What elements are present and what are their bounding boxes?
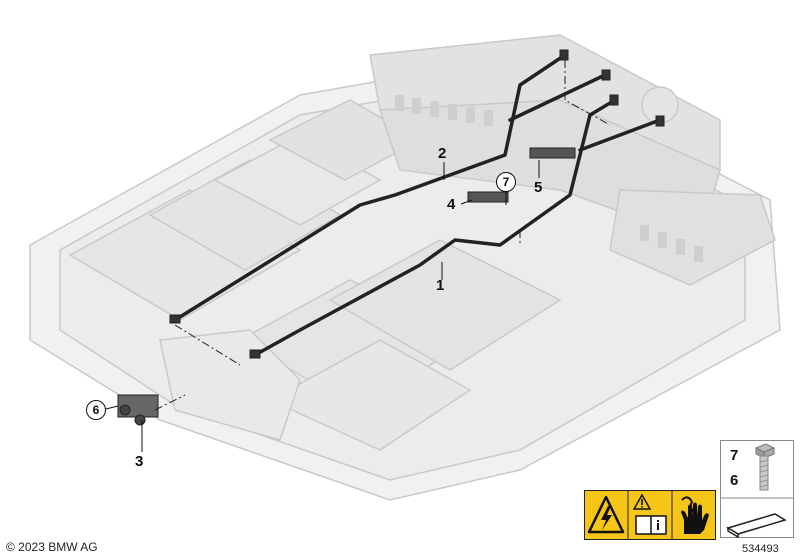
caution-manual-icon: [632, 493, 667, 535]
legend-number-6: 6: [730, 472, 739, 489]
connectors: [117, 49, 665, 426]
assembly-guides: [154, 60, 611, 411]
copyright-notice: © 2023 BMW AG: [6, 540, 98, 554]
diagram-reference-number: 534493: [742, 543, 779, 555]
callout-2: 2: [438, 145, 447, 162]
bolt-icon: [754, 443, 776, 491]
callout-3: 3: [135, 453, 144, 470]
wiring-harness-1: [253, 98, 662, 357]
fastener-legend-box: [720, 440, 794, 538]
high-voltage-warning-label: [584, 490, 716, 540]
callout-6-circled: 6: [86, 400, 106, 420]
no-touch-hand-icon: [681, 496, 709, 534]
module-vents: [395, 95, 703, 262]
battery-housing: [29, 34, 781, 501]
callout-5: 5: [534, 179, 543, 196]
leader-lines: [105, 160, 540, 452]
legend-number-7: 7: [730, 447, 739, 464]
wiring-harness-2: [173, 53, 607, 322]
callout-1: 1: [436, 277, 445, 294]
high-voltage-icon: [587, 495, 625, 534]
callout-7-circled: 7: [496, 172, 516, 192]
callout-4: 4: [447, 196, 456, 213]
legend-wedge-icon: [726, 513, 787, 538]
